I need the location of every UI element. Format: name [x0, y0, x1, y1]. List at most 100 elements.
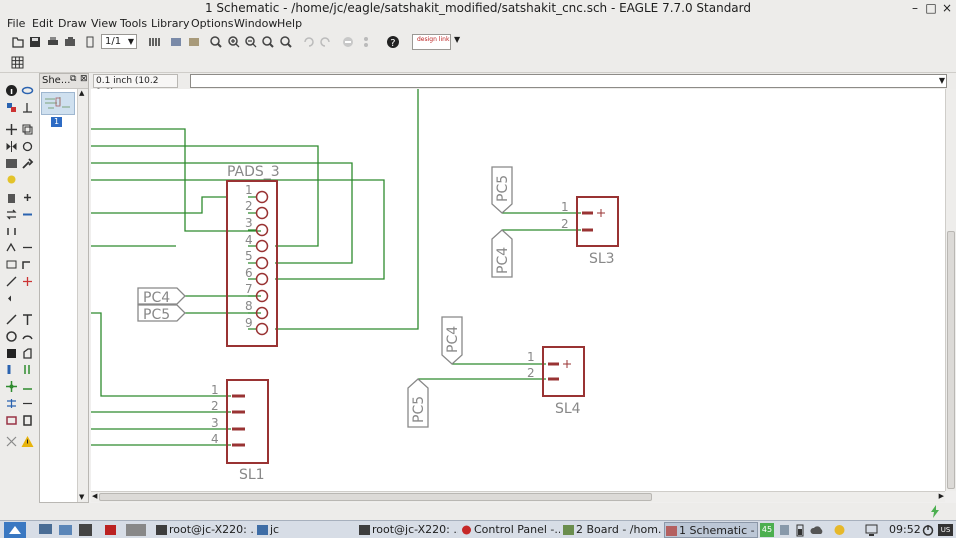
zoom-fit-icon[interactable] — [208, 34, 224, 50]
taskbar-item-folder[interactable]: jc — [256, 522, 354, 538]
net-label-pc4[interactable]: PC4 — [137, 287, 186, 306]
taskbar-item-schematic[interactable]: 1 Schematic - /... — [664, 522, 758, 538]
net-label-sl4-pc4[interactable]: PC4 — [441, 316, 463, 365]
use-icon[interactable] — [146, 34, 162, 50]
smash-icon[interactable] — [5, 258, 18, 271]
chevron-down-icon[interactable]: ▼ — [454, 35, 461, 44]
vertical-scrollbar[interactable] — [945, 89, 956, 491]
net-icon[interactable] — [21, 363, 34, 376]
junction-icon[interactable] — [5, 380, 18, 393]
save-icon[interactable] — [27, 34, 43, 50]
sheet-number[interactable]: 1 — [51, 117, 62, 127]
paste-icon[interactable] — [5, 173, 18, 186]
frame-icon[interactable] — [5, 414, 18, 427]
zoom-out-icon[interactable] — [243, 34, 259, 50]
weather-icon[interactable] — [832, 523, 847, 537]
taskbar-item-board[interactable]: 2 Board - /hom... — [562, 522, 662, 538]
optimize-icon[interactable] — [5, 292, 18, 305]
part-sl3[interactable]: SL3 1 2 — [561, 196, 619, 267]
menu-view[interactable]: View — [91, 17, 118, 30]
part-sl4[interactable]: SL4 1 2 — [527, 346, 585, 417]
horizontal-scrollbar[interactable]: ◀ ▶ — [91, 491, 945, 502]
command-input[interactable] — [190, 74, 947, 88]
polygon-icon[interactable] — [21, 347, 34, 360]
value-icon[interactable] — [21, 241, 34, 254]
undo-icon[interactable] — [300, 34, 316, 50]
terminal-icon[interactable] — [78, 523, 93, 537]
clock[interactable]: 09:52 — [889, 523, 921, 536]
menu-tools[interactable]: Tools — [120, 17, 148, 30]
copy-icon[interactable] — [21, 123, 34, 136]
grid-icon[interactable] — [11, 56, 24, 69]
network-icon[interactable] — [864, 523, 879, 537]
chevron-down-icon[interactable]: ▼ — [938, 76, 946, 85]
sheets-scrollbar[interactable]: ▲ ▼ — [77, 89, 88, 502]
circle-icon[interactable] — [5, 330, 18, 343]
rect-icon[interactable] — [5, 347, 18, 360]
scroll-up-icon[interactable]: ▲ — [79, 89, 85, 97]
menu-window[interactable]: Window — [234, 17, 278, 30]
move-icon[interactable] — [5, 123, 18, 136]
minimize-icon[interactable]: – — [912, 1, 918, 15]
mirror-icon[interactable] — [5, 140, 18, 153]
name-icon[interactable] — [5, 241, 18, 254]
label-icon[interactable] — [21, 380, 34, 393]
arc-icon[interactable] — [21, 330, 34, 343]
app-icon[interactable] — [125, 523, 147, 537]
gateswap-icon[interactable] — [5, 225, 18, 238]
zoom-select-icon[interactable] — [278, 34, 294, 50]
text-icon[interactable] — [21, 313, 34, 326]
wire-icon[interactable] — [5, 313, 18, 326]
info-icon[interactable] — [5, 84, 18, 97]
cam-icon[interactable] — [62, 34, 78, 50]
add-icon[interactable] — [21, 191, 34, 204]
zoom-in-icon[interactable] — [226, 34, 242, 50]
net-label-pc5[interactable]: PC5 — [137, 304, 186, 323]
sheet-icon[interactable] — [82, 34, 98, 50]
bus-icon[interactable] — [5, 363, 18, 376]
erc-warning-icon[interactable] — [21, 435, 34, 448]
menu-library[interactable]: Library — [151, 17, 190, 30]
part-sl1[interactable]: SL1 1 2 3 4 — [211, 379, 269, 483]
group-icon[interactable] — [5, 157, 18, 170]
horizontal-scroll-thumb[interactable] — [99, 493, 652, 501]
part-pads-3[interactable]: PADS_3 1 2 3 4 5 6 7 8 9 — [226, 164, 280, 347]
help-icon[interactable]: ? — [385, 34, 401, 50]
scroll-right-icon[interactable]: ▶ — [938, 492, 944, 500]
close-icon[interactable]: × — [941, 1, 953, 15]
schematic-canvas[interactable]: PADS_3 1 2 3 4 5 6 7 8 9 PC4 PC5 — [91, 89, 945, 491]
modify-icon[interactable] — [21, 414, 34, 427]
rotate-icon[interactable] — [21, 140, 34, 153]
print-icon[interactable] — [45, 34, 61, 50]
replace-icon[interactable] — [21, 208, 34, 221]
taskbar-item-terminal-2[interactable]: root@jc-X220: ... — [358, 522, 458, 538]
sheet-select[interactable]: 1/1 ▼ — [101, 34, 137, 49]
vertical-scroll-thumb[interactable] — [947, 231, 955, 489]
maximize-icon[interactable]: □ — [925, 1, 937, 15]
show-icon[interactable] — [21, 84, 34, 97]
keyboard-layout[interactable]: US — [938, 524, 953, 536]
board-switch-icon[interactable] — [186, 34, 202, 50]
desktop-icon[interactable] — [38, 523, 53, 537]
net-label-sl4-pc5[interactable]: PC5 — [407, 378, 429, 428]
display-icon[interactable] — [5, 101, 18, 114]
change-icon[interactable] — [21, 157, 34, 170]
menu-options[interactable]: Options — [191, 17, 234, 30]
menu-file[interactable]: File — [7, 17, 26, 30]
scroll-down-icon[interactable]: ▼ — [79, 493, 85, 501]
menu-draw[interactable]: Draw — [58, 17, 87, 30]
cpu-icon[interactable] — [778, 523, 791, 537]
zoom-redraw-icon[interactable] — [260, 34, 276, 50]
open-icon[interactable] — [10, 34, 26, 50]
ratsnest-icon[interactable] — [5, 435, 18, 448]
split-icon[interactable] — [5, 275, 18, 288]
pinswap-icon[interactable] — [5, 208, 18, 221]
power-icon[interactable] — [921, 523, 935, 537]
miter-icon[interactable] — [21, 258, 34, 271]
go-icon[interactable] — [358, 34, 374, 50]
dimension-icon[interactable] — [21, 397, 34, 410]
net-label-sl3-pc4[interactable]: PC4 — [491, 229, 513, 278]
design-link-button[interactable]: design link — [412, 34, 451, 50]
battery-level-indicator[interactable]: 45 — [760, 523, 774, 537]
redo-icon[interactable] — [318, 34, 334, 50]
